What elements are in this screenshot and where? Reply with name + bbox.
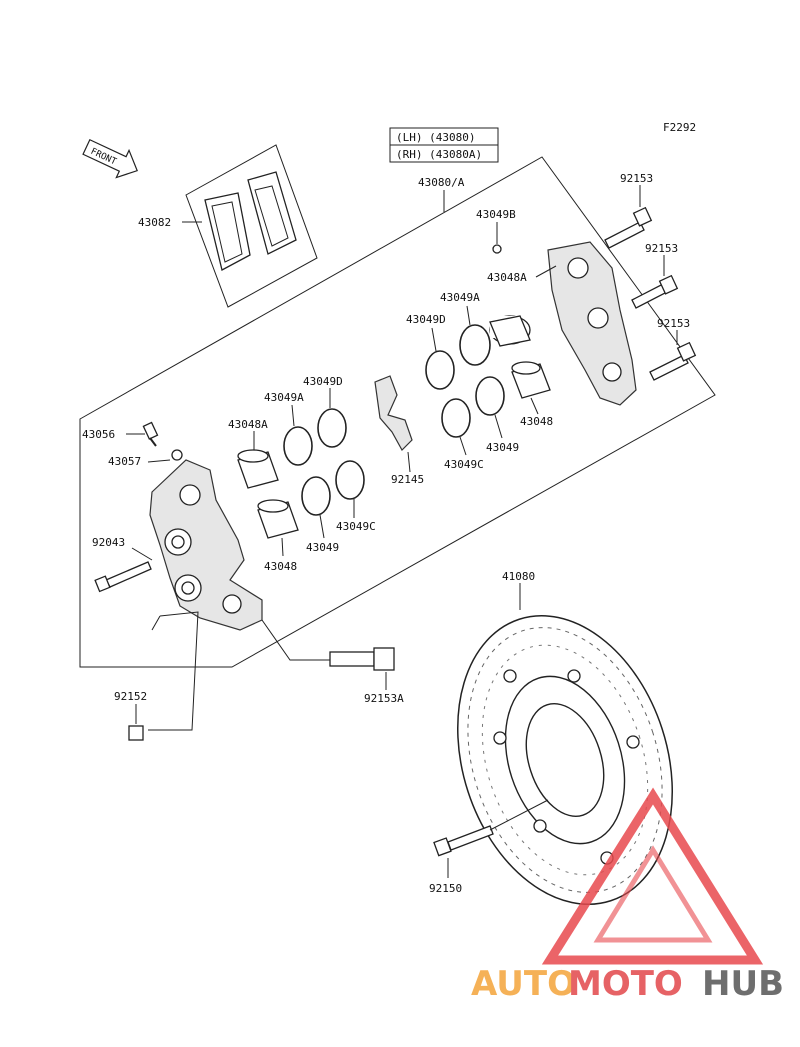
bolt-92043 xyxy=(94,561,152,593)
legend-box: (LH) (43080) (RH) (43080A) xyxy=(389,127,499,163)
label-43049-r: 43049 xyxy=(486,441,519,454)
leader-92152 xyxy=(148,611,199,731)
label-43049-l: 43049 xyxy=(306,541,339,554)
label-43049B: 43049B xyxy=(476,208,516,221)
label-92150: 92150 xyxy=(429,882,462,895)
pad-spring-92145 xyxy=(374,375,413,451)
seal-43049-l xyxy=(301,476,331,516)
watermark-part3: HUB xyxy=(702,964,784,1004)
label-43048-r: 43048 xyxy=(520,415,553,428)
seal-43049-r xyxy=(475,376,505,416)
label-92043: 92043 xyxy=(92,536,125,549)
label-43049C-r: 43049C xyxy=(444,458,484,471)
right-caliper-half xyxy=(547,241,637,406)
label-43049A-l: 43049A xyxy=(264,391,304,404)
label-43048A-l: 43048A xyxy=(228,418,268,431)
label-43048A-r: 43048A xyxy=(487,271,527,284)
seal-43049b xyxy=(492,244,502,254)
seal-43049c-r xyxy=(441,398,471,438)
label-43082: 43082 xyxy=(138,216,171,229)
label-43080A: 43080/A xyxy=(418,176,465,189)
figure-code: F2292 xyxy=(663,121,696,134)
watermark-part1: AUTO xyxy=(471,964,576,1004)
bolt-92153-2 xyxy=(631,274,679,309)
seal-43049d-r xyxy=(425,350,455,390)
bleeder-valve-43056 xyxy=(142,421,159,447)
bolt-92150 xyxy=(433,825,494,857)
label-43049C-l: 43049C xyxy=(336,520,376,533)
seal-43049a-l xyxy=(283,426,313,466)
watermark-part2: MOTO xyxy=(568,964,683,1004)
watermark-logo: AUTO MOTO HUB xyxy=(471,787,784,1004)
seal-43049c-l xyxy=(335,460,365,500)
seal-43049a-r xyxy=(459,324,491,366)
label-43049D-l: 43049D xyxy=(303,375,343,388)
label-92153-c: 92153 xyxy=(657,317,690,330)
label-92153-a: 92153 xyxy=(620,172,653,185)
caliper-assembly-box xyxy=(79,156,716,668)
label-43048-l: 43048 xyxy=(264,560,297,573)
left-piston-top xyxy=(237,449,279,489)
bolt-92153-3 xyxy=(649,341,697,381)
brake-pads xyxy=(204,171,297,271)
left-caliper-half xyxy=(149,459,263,631)
label-41080: 41080 xyxy=(502,570,535,583)
brake-disc-41080 xyxy=(457,615,673,905)
label-92153A: 92153A xyxy=(364,692,404,705)
bolt-92153-1 xyxy=(604,206,653,249)
bolt-92153A xyxy=(329,647,395,671)
front-arrow-icon: FRONT xyxy=(82,138,138,179)
label-92153-b: 92153 xyxy=(645,242,678,255)
pad-box xyxy=(185,144,318,308)
legend-rh: (RH) (43080A) xyxy=(396,148,482,161)
nut-92152 xyxy=(128,725,144,741)
label-92152: 92152 xyxy=(114,690,147,703)
right-piston-top xyxy=(489,315,531,347)
label-43049A-r: 43049A xyxy=(440,291,480,304)
label-43056: 43056 xyxy=(82,428,115,441)
right-piston-bottom xyxy=(511,361,551,399)
label-43057: 43057 xyxy=(108,455,141,468)
bleeder-cap-43057 xyxy=(171,449,183,461)
legend-lh: (LH) (43080) xyxy=(396,131,475,144)
label-43049D-r: 43049D xyxy=(406,313,446,326)
label-92145: 92145 xyxy=(391,473,424,486)
left-piston-bottom xyxy=(257,499,299,539)
seal-43049d-l xyxy=(317,408,347,448)
